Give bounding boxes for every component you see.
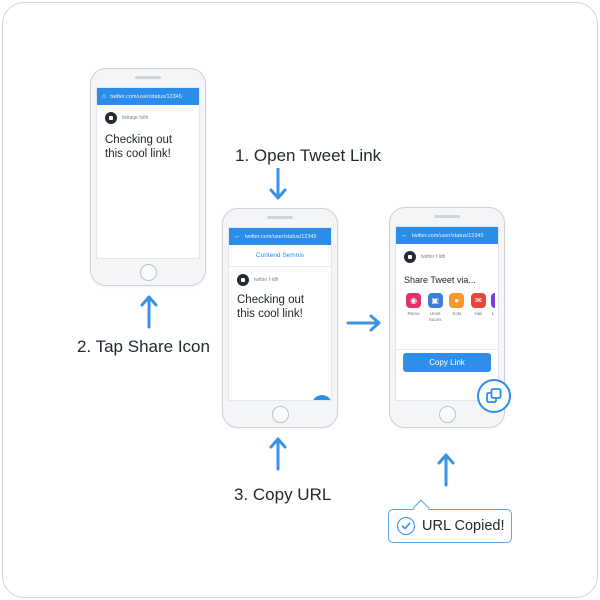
arrow-down-icon (269, 168, 287, 200)
share-app-label: Uniet Suons (428, 311, 442, 322)
mail-icon: ✉ (470, 293, 486, 308)
avatar (237, 274, 249, 286)
arrow-up-icon (437, 453, 455, 487)
share-app-label: Rtono (407, 311, 420, 316)
home-button[interactable] (271, 406, 289, 423)
share-app-label: L (491, 311, 495, 316)
share-app[interactable]: ✉ Hail (469, 293, 488, 322)
tweet-author: twitaqe fxith (105, 112, 199, 124)
address-url: twitter.com/user/status/12345 (110, 93, 182, 100)
share-sheet-title: Share Tweet via... (404, 275, 476, 285)
phone-speaker (434, 215, 460, 218)
phone-screen: ← twitter.com/user/status/12345 twitter … (395, 226, 499, 401)
copy-icon (486, 388, 502, 403)
divider (396, 349, 498, 350)
phone-speaker (135, 76, 161, 79)
share-app-label: Sots (452, 311, 462, 316)
step-3-label: 3. Copy URL (234, 485, 332, 504)
address-bar[interactable]: ← twitter.com/user/status/12345 (396, 227, 498, 244)
chat-icon: ● (449, 293, 465, 308)
share-app[interactable]: ◉ Rtono (404, 293, 423, 322)
tweet-author: twitter f·idh (404, 251, 498, 263)
arrow-up-icon (269, 437, 287, 471)
toast-text: URL Copied! (422, 518, 505, 534)
share-app-list: ◉ Rtono ▣ Uniet Suons ● Sots ✉ Hail L (404, 293, 498, 322)
step-2-label: 2. Tap Share Icon (77, 337, 210, 356)
tweet-text: Checking out this cool link! (105, 134, 173, 160)
tweet-text: Checking out this cool link! (237, 294, 305, 320)
share-button[interactable]: ↑ (312, 395, 331, 400)
tweet-author: twitter f·idh (237, 274, 331, 286)
phone-step-2: ⌂ twitter.com/user/status/12345 twitaqe … (90, 68, 206, 286)
author-name: twitaqe fxith (122, 115, 149, 121)
share-app[interactable]: L (490, 293, 496, 322)
phone-step-3: ← twitter.com/user/status/12345 twitter … (389, 207, 505, 428)
avatar (404, 251, 416, 263)
address-bar[interactable]: ⌂ twitter.com/user/status/12345 (97, 88, 199, 105)
photo-icon: ▣ (427, 293, 443, 308)
author-name: twitter f·idh (254, 277, 279, 283)
back-arrow-icon[interactable]: ← (401, 232, 408, 239)
phone-screen: ← twitter.com/user/status/12345 Contend … (228, 227, 332, 401)
share-app-label: Hail (474, 311, 483, 316)
address-url: twitter.com/user/status/12345 (245, 233, 317, 240)
check-icon (397, 517, 415, 535)
copy-link-button[interactable]: Copy Link (403, 353, 491, 372)
screen-header: Contend Semnis (229, 245, 331, 267)
arrow-right-icon (346, 314, 381, 332)
share-icon: ↑ (319, 399, 325, 400)
arrow-up-icon (140, 295, 158, 329)
share-app[interactable]: ● Sots (447, 293, 466, 322)
copy-badge (477, 379, 511, 413)
home-button[interactable] (438, 406, 456, 423)
back-arrow-icon[interactable]: ← (234, 233, 241, 240)
address-bar[interactable]: ← twitter.com/user/status/12345 (229, 228, 331, 245)
more-icon (490, 293, 496, 308)
address-url: twitter.com/user/status/12345 (412, 232, 484, 239)
camera-icon: ◉ (406, 293, 422, 308)
phone-screen: ⌂ twitter.com/user/status/12345 twitaqe … (96, 87, 200, 259)
author-name: twitter f·idh (421, 254, 446, 260)
lock-icon: ⌂ (102, 93, 107, 100)
url-copied-toast: URL Copied! (388, 499, 512, 543)
phone-step-1: ← twitter.com/user/status/12345 Contend … (222, 208, 338, 428)
avatar (105, 112, 117, 124)
step-1-label: 1. Open Tweet Link (235, 146, 382, 165)
phone-speaker (267, 216, 293, 219)
home-button[interactable] (139, 264, 157, 281)
share-app[interactable]: ▣ Uniet Suons (426, 293, 445, 322)
